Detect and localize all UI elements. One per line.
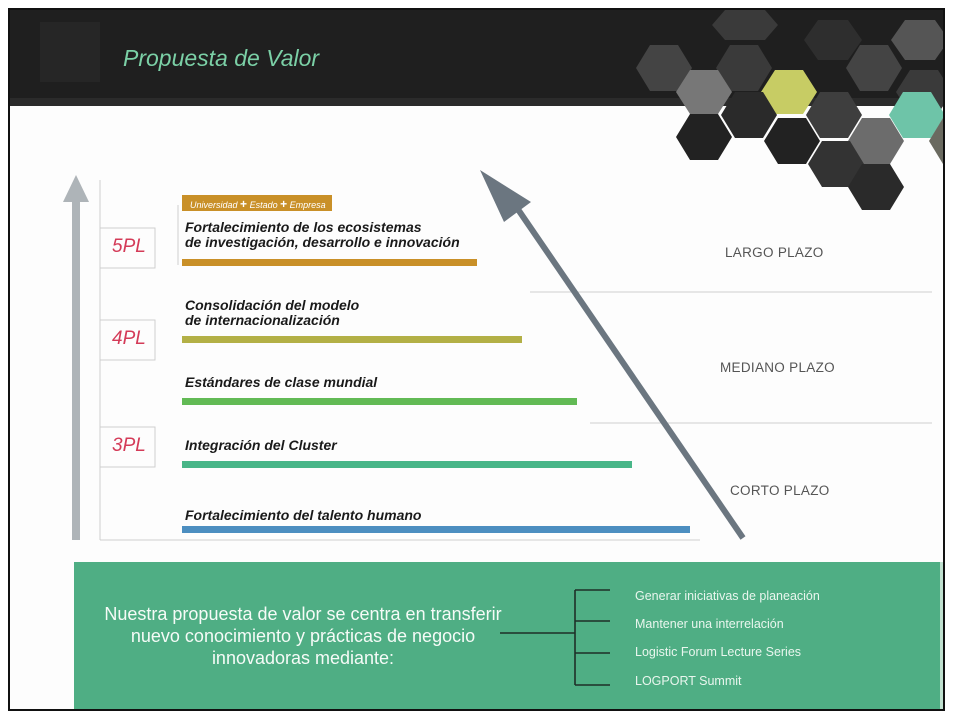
progress-arrow <box>63 175 89 540</box>
hexagon-shape <box>676 70 732 114</box>
slide-title: Propuesta de Valor <box>123 45 320 71</box>
bar-label-internationalization-2: de internacionalización <box>185 312 340 328</box>
bars-layer <box>182 259 690 533</box>
bar-label-talent: Fortalecimiento del talento humano <box>185 507 422 523</box>
bar-label-ecosystems-1: Fortalecimiento de los ecosistemas <box>185 219 422 235</box>
plus-icon: + <box>240 197 248 211</box>
plus-icon: + <box>280 197 288 211</box>
bar-label-internationalization-1: Consolidación del modelo <box>185 297 360 313</box>
hexagon-shape <box>636 45 692 91</box>
badge-universidad: Universidad <box>190 200 238 210</box>
timeline-bar <box>182 398 577 405</box>
hexagon-shape <box>929 118 943 164</box>
badge-estado: Estado <box>249 200 278 210</box>
hexagon-decoration <box>636 10 943 210</box>
hexagon-shape <box>716 45 772 91</box>
panel-item-3: Logistic Forum Lecture Series <box>635 645 802 659</box>
hexagon-shape <box>721 92 777 138</box>
panel-accent <box>940 562 943 709</box>
bar-label-world-class: Estándares de clase mundial <box>185 374 378 390</box>
bar-label-cluster: Integración del Cluster <box>185 437 337 453</box>
hexagon-shape <box>764 118 820 164</box>
badge-empresa: Empresa <box>289 200 326 210</box>
timeline-bar <box>182 461 632 468</box>
term-long: LARGO PLAZO <box>725 245 824 260</box>
level-4pl: 4PL <box>112 328 146 349</box>
logo-placeholder <box>40 22 100 82</box>
term-short: CORTO PLAZO <box>730 483 830 498</box>
hexagon-shape <box>889 92 943 138</box>
timeline-bar <box>182 336 522 343</box>
diagonal-arrow <box>480 170 746 540</box>
timeline-frame <box>99 180 932 541</box>
term-medium: MEDIANO PLAZO <box>720 360 835 375</box>
header-divider <box>10 98 943 106</box>
hexagon-shape <box>761 70 817 114</box>
hexagon-shape <box>804 20 862 60</box>
hexagon-shape <box>712 10 778 40</box>
value-proposition-panel <box>74 562 941 709</box>
hexagon-shape <box>676 114 732 160</box>
hexagon-shape <box>891 20 943 60</box>
hexagon-shape <box>848 118 904 164</box>
level-3pl: 3PL <box>112 435 146 456</box>
hexagon-shape <box>806 92 862 138</box>
hexagon-shape <box>808 141 864 187</box>
timeline-bar <box>182 259 477 266</box>
timeline-bar <box>182 526 690 533</box>
panel-item-1: Generar iniciativas de planeación <box>635 589 820 603</box>
hexagon-shape <box>848 164 904 210</box>
slide: Propuesta de Valor <box>8 8 945 711</box>
stakeholder-badge: Universidad + Estado + Empresa <box>182 195 332 211</box>
diagram-canvas <box>63 10 943 541</box>
panel-item-2: Mantener una interrelación <box>635 617 784 631</box>
level-5pl: 5PL <box>112 236 146 257</box>
value-statement: Nuestra propuesta de valor se centra en … <box>104 604 502 668</box>
hexagon-shape <box>846 45 902 91</box>
bar-label-ecosystems-2: de investigación, desarrollo e innovació… <box>185 234 460 250</box>
panel-item-4: LOGPORT Summit <box>635 674 742 688</box>
